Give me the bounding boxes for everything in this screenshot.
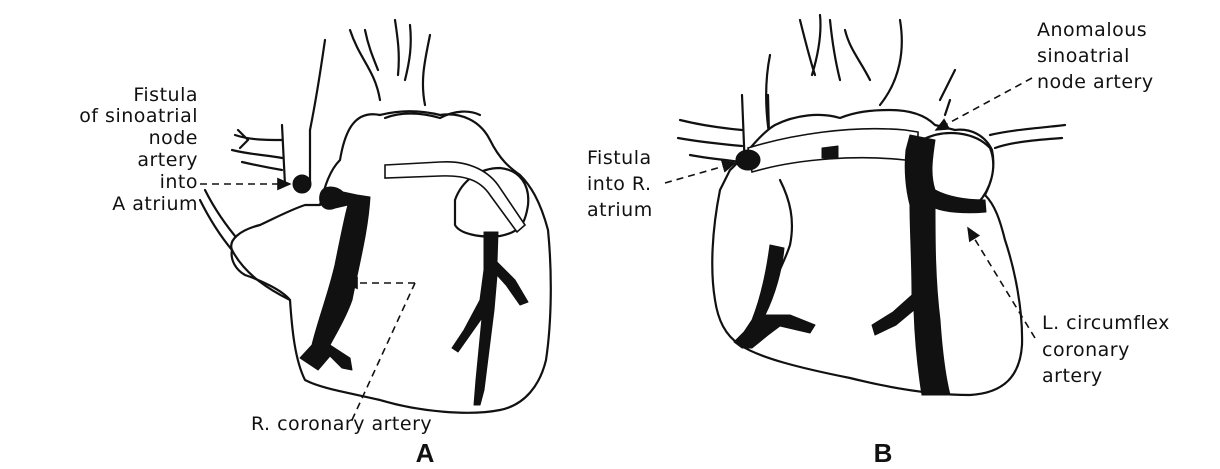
panel-a-fistula-line-3: node [149,127,198,149]
panel-b-circumflex-line-2: coronary [1042,339,1130,361]
panel-a-fistula-line-5: into [160,171,198,193]
panel-a-pulm-veins [232,130,282,170]
panel-a-heart [200,20,551,413]
panel-a-fistula-line-2: of sinoatrial [79,105,198,127]
panel-a-coronary-label: R. coronary artery [251,413,432,435]
panel-b-heart [678,15,1065,395]
panel-b-letter: B [874,438,893,468]
panel-b-circumflex-label: L. circumflex coronary artery [1042,312,1170,387]
panel-a-fistula-label: Fistula of sinoatrial node artery into A… [79,84,198,215]
panel-b-fistula-label: Fistula into R. atrium [587,147,653,221]
panel-b-anomalous-label: Anomalous sinoatrial node artery [1037,19,1154,93]
panel-b-dark-mark [822,146,838,158]
panel-a-fistula-blob [293,175,311,193]
panel-a-fistula-line-4: artery [137,149,198,171]
panel-b-pulm-veins [678,120,742,162]
panel-b-fistula-line-2: into R. [587,173,652,195]
panel-b-circumflex-line-3: artery [1042,365,1103,387]
panel-a-fistula-line-6: A atrium [112,193,198,215]
panel-a-letter: A [416,438,435,468]
panel-b-anomalous-line-2: sinoatrial [1037,45,1130,67]
panel-b-fistula-line-3: atrium [587,199,653,221]
panel-a-fistula-line-1: Fistula [133,84,198,106]
panel-b-anomalous-line-1: Anomalous [1037,19,1147,41]
panel-b-anomalous-line-3: node artery [1037,71,1154,93]
panel-b-fistula-line-1: Fistula [587,147,652,169]
panel-b-circumflex-line-1: L. circumflex [1042,312,1170,334]
panel-b-anomalous-arrow [936,78,1032,130]
panel-b-fistula-blob [736,150,760,170]
